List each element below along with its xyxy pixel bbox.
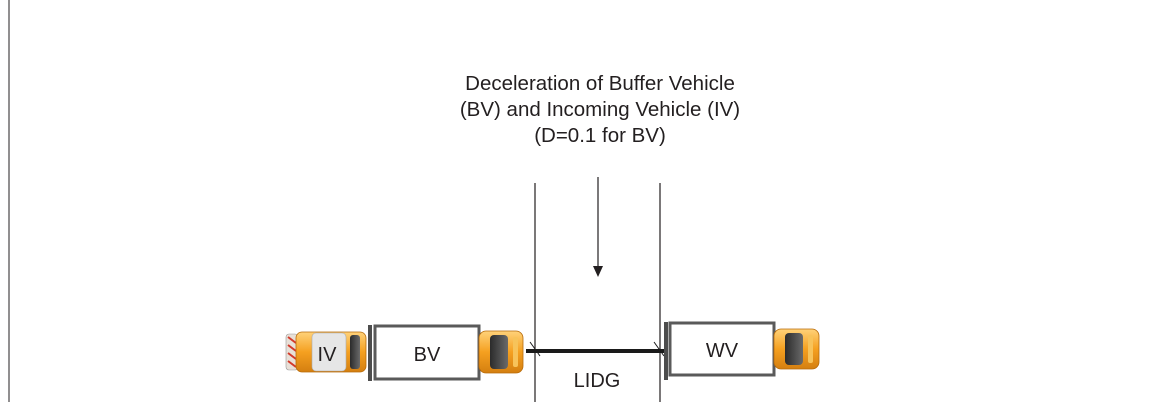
down-arrow-icon <box>593 177 603 277</box>
caption-line-1: Deceleration of Buffer Vehicle <box>375 71 825 97</box>
lidg-label: LIDG <box>574 370 621 392</box>
buffer-vehicle <box>375 326 523 379</box>
caption-line-3: (D=0.1 for BV) <box>375 123 825 149</box>
bv-headlight <box>513 337 518 367</box>
lidg-connector <box>526 342 664 356</box>
iv-bv-barrier <box>368 325 372 381</box>
wv-headlight <box>808 335 813 363</box>
bv-windshield <box>490 335 508 369</box>
iv-windshield <box>350 335 360 369</box>
caption-line-2: (BV) and Incoming Vehicle (IV) <box>375 97 825 123</box>
iv-label: IV <box>318 344 338 366</box>
wv-label: WV <box>706 340 739 362</box>
diagram-caption: Deceleration of Buffer Vehicle (BV) and … <box>375 71 825 149</box>
work-vehicle <box>670 323 819 375</box>
bv-label: BV <box>414 344 441 366</box>
wv-barrier <box>664 322 668 380</box>
wv-windshield <box>785 333 803 365</box>
